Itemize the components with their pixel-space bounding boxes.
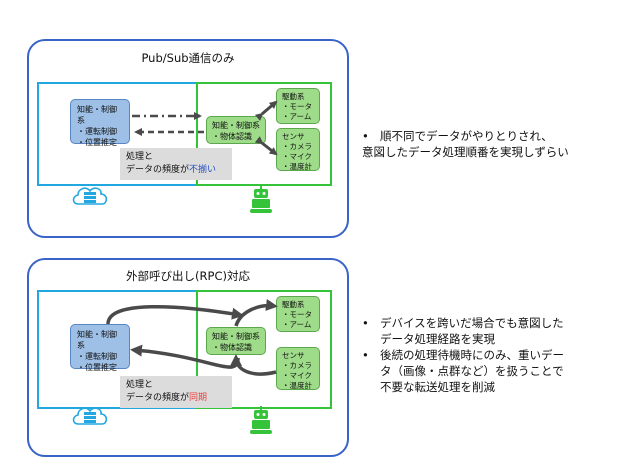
node-item: ・運転制御 (77, 127, 117, 136)
note-line: 処理と (126, 152, 154, 162)
bullet-dot: • (362, 348, 369, 362)
bottom-panel-title: 外部呼び出し(RPC)対応 (126, 269, 250, 283)
node-item: ・温度計 (282, 381, 312, 390)
node-item: ・物体認識 (212, 132, 252, 141)
bottom-call-arrow (106, 304, 244, 325)
top-sensor-node: センサ ・カメラ ・マイク ・温度計 (276, 128, 320, 171)
top-bullets: •順不同でデータがやりとりされ、 (362, 128, 624, 144)
top-actuator-node: 駆動系 ・モータ ・アーム (276, 88, 320, 124)
node-title: 駆動系 (282, 300, 305, 309)
node-item: ・運転制御 (77, 352, 117, 361)
node-item: ・マイク (282, 152, 312, 161)
node-item: ・モータ (282, 310, 312, 319)
note-line: データの頻度が同期 (126, 393, 208, 403)
node-item: ・位置推定 (77, 138, 117, 147)
node-title: 駆動系 (282, 92, 305, 101)
bottom-actuator-arrow (234, 299, 278, 327)
bottom-sensor-arrow (230, 354, 277, 376)
node-item: ・カメラ (282, 142, 312, 151)
node-title: 知能・制御系 (77, 105, 117, 125)
node-title: 知能・制御系 (77, 330, 117, 350)
cloud-server-icon (72, 407, 108, 425)
top-frequency-note: 処理と データの頻度が不揃い (120, 148, 232, 180)
node-item: ・位置推定 (77, 363, 117, 372)
highlight-text: 同期 (189, 393, 208, 403)
note-line: データの頻度が不揃い (126, 165, 217, 175)
node-item: ・カメラ (282, 361, 312, 370)
bottom-return-arrow (130, 344, 240, 369)
bullet-dot: • (362, 129, 369, 143)
bullet-item: • デバイスを跨いだ場合でも意図した データ処理経路を実現 (362, 316, 564, 346)
bottom-frequency-note: 処理と データの頻度が同期 (120, 376, 232, 408)
bottom-robot-control-node: 知能・制御系 ・物体認識 (206, 327, 266, 355)
bottom-bullets: • デバイスを跨いだ場合でも意図した データ処理経路を実現 • 後続の処理待機時… (362, 315, 624, 395)
bullet-item: •順不同でデータがやりとりされ、 (362, 129, 553, 143)
node-item: ・アーム (282, 112, 312, 121)
node-item: ・温度計 (282, 162, 312, 171)
robot-icon (250, 185, 272, 213)
node-title: センサ (282, 351, 305, 360)
node-item: ・モータ (282, 102, 312, 111)
node-item: ・マイク (282, 371, 312, 380)
cloud-server-icon (72, 187, 108, 205)
top-sensor-arrow (254, 136, 278, 156)
robot-icon (250, 406, 272, 434)
node-title: 知能・制御系 (212, 332, 260, 341)
bottom-sensor-node: センサ ・カメラ ・マイク ・温度計 (276, 347, 320, 390)
node-item: ・アーム (282, 320, 312, 329)
note-line: 処理と (126, 380, 154, 390)
bottom-cloud-control-node: 知能・制御系 ・運転制御 ・位置推定 (70, 324, 130, 372)
node-item: ・物体認識 (212, 343, 252, 352)
top-panel-title: Pub/Sub通信のみ (141, 51, 235, 65)
highlight-text: 不揃い (189, 165, 217, 175)
node-title: センサ (282, 132, 305, 141)
top-actuator-arrow (254, 100, 278, 121)
top-cloud-control-node: 知能・制御系 ・運転制御 ・位置推定 (70, 99, 130, 147)
node-title: 知能・制御系 (212, 121, 260, 130)
bullet-dot: • (362, 316, 369, 330)
bullet-item: • 後続の処理待機時にのみ、重いデー タ（画像・点群など）を扱うことで 不要な転… (362, 348, 564, 394)
bottom-actuator-node: 駆動系 ・モータ ・アーム (276, 296, 320, 332)
top-bullet-continuation: 意図したデータ処理順番を実現しずらい (362, 145, 569, 159)
